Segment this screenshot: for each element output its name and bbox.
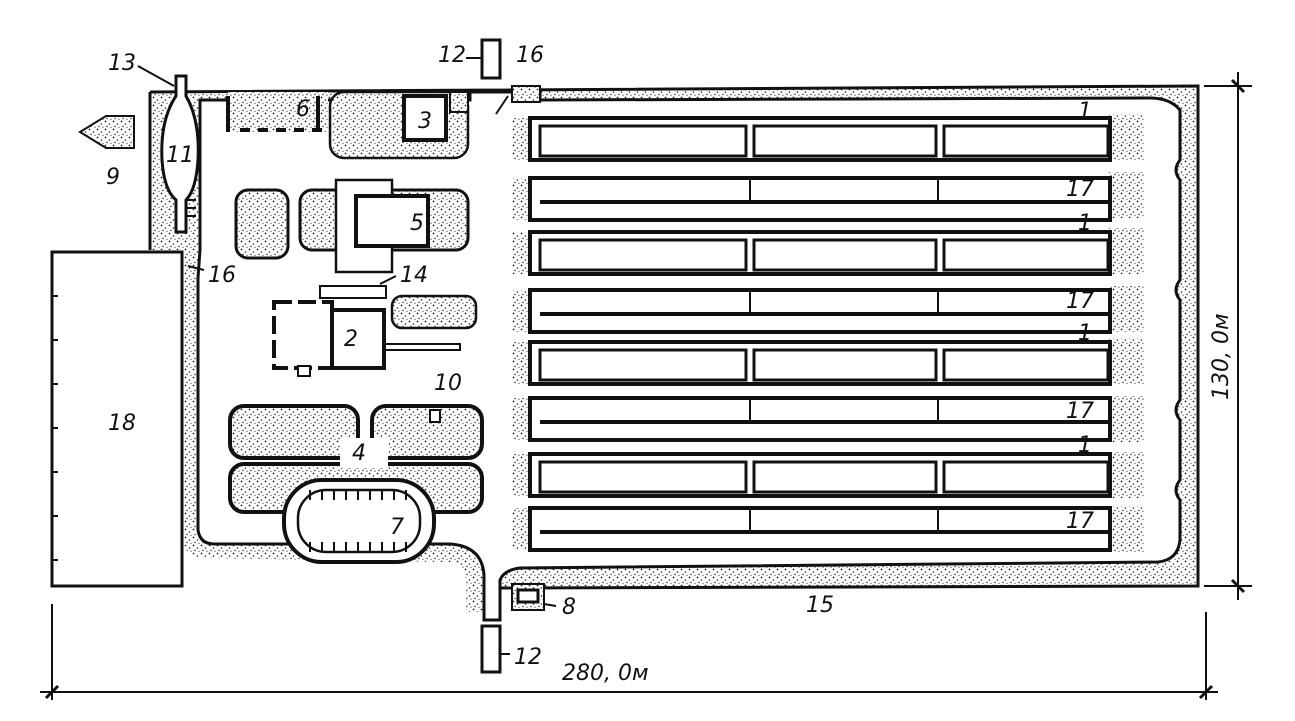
label-1-b: 1 xyxy=(1078,211,1092,236)
object-8 xyxy=(511,583,545,611)
track-7 xyxy=(282,478,436,564)
leader-lines xyxy=(137,57,557,655)
label-1-d: 1 xyxy=(1078,433,1092,458)
label-1-a: 1 xyxy=(1078,99,1092,124)
label-16-top: 16 xyxy=(516,43,544,68)
label-2: 2 xyxy=(344,327,358,352)
area-18 xyxy=(50,250,184,588)
label-6: 6 xyxy=(296,97,310,122)
dimension-width xyxy=(40,604,1218,700)
label-12-bottom: 12 xyxy=(514,645,542,670)
object-9 xyxy=(78,115,135,149)
width-dimension-label: 280, 0м xyxy=(562,661,649,686)
height-dimension-label: 130, 0м xyxy=(1209,313,1234,400)
dimension-height xyxy=(1204,72,1252,600)
building-2 xyxy=(272,285,461,377)
barn-row xyxy=(512,286,1144,334)
label-18: 18 xyxy=(108,411,136,436)
barn-row xyxy=(512,506,1144,552)
label-4: 4 xyxy=(352,441,366,466)
label-1-c: 1 xyxy=(1078,321,1092,346)
label-10: 10 xyxy=(434,371,462,396)
barn-row xyxy=(512,452,1144,498)
label-17-c: 17 xyxy=(1066,399,1094,424)
barn-rows xyxy=(512,114,1144,552)
barn-row xyxy=(512,172,1144,222)
gate-12-top xyxy=(480,38,502,80)
gate-12-bottom xyxy=(480,624,502,674)
label-3: 3 xyxy=(418,109,432,134)
label-9: 9 xyxy=(106,165,120,190)
label-11: 11 xyxy=(166,143,194,168)
label-7: 7 xyxy=(390,515,404,540)
building-6 xyxy=(226,96,330,132)
object-11 xyxy=(160,74,200,234)
barn-row xyxy=(512,338,1144,386)
label-17-d: 17 xyxy=(1066,509,1094,534)
label-8: 8 xyxy=(562,595,576,620)
building-5 xyxy=(334,178,430,274)
label-14: 14 xyxy=(400,263,428,288)
label-16-left: 16 xyxy=(208,263,236,288)
barn-row xyxy=(512,396,1144,442)
barn-row xyxy=(512,228,1144,276)
building-3 xyxy=(402,85,541,142)
label-17-a: 17 xyxy=(1066,177,1094,202)
building-4 xyxy=(340,409,441,468)
label-17-b: 17 xyxy=(1066,289,1094,314)
label-5: 5 xyxy=(410,211,424,236)
barn-row xyxy=(512,114,1144,162)
label-15: 15 xyxy=(806,593,834,618)
label-12-top: 12 xyxy=(438,43,466,68)
label-13: 13 xyxy=(108,51,136,76)
